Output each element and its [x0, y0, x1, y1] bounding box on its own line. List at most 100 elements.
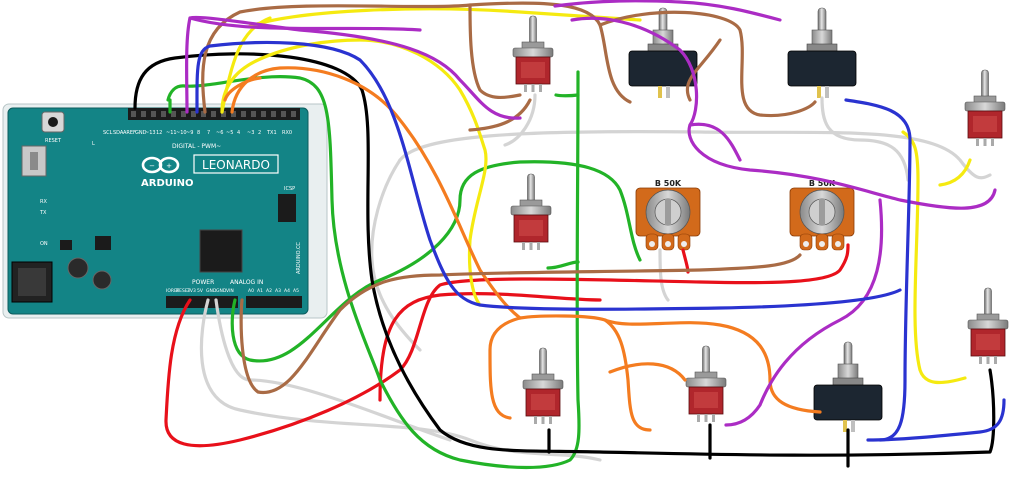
wire-white-6: [820, 96, 910, 182]
pin-label: 4: [237, 130, 240, 136]
pin-label: ~3: [247, 130, 254, 136]
pin-label: RX0: [282, 130, 292, 136]
wire-yellow-4: [901, 130, 967, 385]
pin-label: AREF: [123, 130, 136, 136]
pin-label: A3: [275, 288, 281, 294]
pin-label: A1: [257, 288, 263, 294]
wire-orange-2: [488, 316, 522, 420]
pin-label: GND: [135, 130, 147, 136]
wire-brown-4: [598, 10, 817, 118]
potentiometer-1: B 50K: [635, 179, 701, 251]
pin-label: ~9: [186, 130, 193, 136]
reset-label: RESET: [45, 138, 62, 144]
digital-label: DIGITAL - PWM~: [172, 143, 221, 150]
icsp-label: ICSP: [284, 186, 295, 192]
analog-label: ANALOG IN: [230, 279, 263, 286]
big-toggle-switch-2: [787, 7, 857, 99]
wire-white-7: [658, 248, 670, 302]
mini-toggle-switch-2: [964, 69, 1006, 147]
pin-label: 7: [207, 130, 210, 136]
wire-green-1: [166, 70, 581, 470]
board-brand: ARDUINO: [141, 178, 193, 189]
wire-purple-6: [688, 122, 742, 162]
wire-green-3: [554, 93, 580, 98]
pin-label: TX1: [266, 130, 277, 136]
wire-white-2: [214, 298, 452, 442]
wire-brown-1: [239, 253, 802, 395]
top-pin-labels: SCL SDA AREF GND ~13 12 ~11 ~10 ~9 8 7 ~…: [103, 130, 292, 136]
wires: [133, 0, 1006, 470]
pin-label: A4: [284, 288, 290, 294]
wire-blue-2: [844, 98, 912, 442]
mini-toggle-switch-4: [967, 287, 1009, 365]
components: B 50K B 50K: [510, 7, 1009, 433]
pin-label: A2: [266, 288, 272, 294]
arduino-logo: − +: [141, 156, 180, 174]
svg-text:+: +: [166, 162, 172, 170]
pin-label: ~13: [145, 130, 156, 136]
pin-label: A0: [248, 288, 254, 294]
wire-green-2: [230, 160, 642, 363]
pin-label: 2: [258, 130, 261, 136]
wire-white-4: [370, 158, 422, 352]
pin-label: SCL: [103, 130, 113, 136]
arduino-board: RESET SCL SDA AREF GND ~13 12 ~11 ~10: [2, 103, 328, 319]
wire-white-5: [503, 93, 537, 147]
power-label: POWER: [192, 279, 214, 286]
pin-label: GND: [206, 288, 217, 294]
pin-label: ~10: [176, 130, 187, 136]
wire-brown-3: [468, 3, 522, 99]
rx-label: RX: [40, 199, 47, 205]
pin-label: 8: [197, 130, 200, 136]
wire-brown-2: [201, 1, 632, 114]
wire-red-2: [378, 292, 602, 402]
wire-orange-5: [608, 362, 687, 382]
wire-orange-6: [223, 76, 262, 102]
pin-label: 5V: [197, 288, 204, 294]
power-pin-labels: IOREF RESET 3V3 5V GND GND VIN: [166, 288, 234, 294]
pin-label: A5: [293, 288, 299, 294]
pin-label: 12: [156, 130, 162, 136]
wire-yellow-1: [220, 38, 488, 307]
tx-label: TX: [39, 210, 47, 216]
potentiometer-2: B 50K: [789, 179, 855, 251]
pin-label: 3V3: [187, 288, 196, 294]
pin-label: RESET: [176, 288, 191, 294]
pin-label: ~11: [166, 130, 177, 136]
site-label: ARDUINO.CC: [296, 242, 302, 274]
wire-orange-3: [518, 314, 652, 432]
pin-label: IOREF: [166, 288, 180, 294]
pot-label: B 50K: [655, 179, 682, 188]
board-model: LEONARDO: [202, 158, 270, 172]
wire-brown-5: [468, 98, 532, 132]
wire-red-1: [164, 243, 850, 448]
mini-toggle-switch-1: [512, 15, 554, 93]
on-label: ON: [40, 241, 48, 247]
wire-blue-3: [866, 398, 1006, 442]
wire-purple-2: [188, 16, 422, 32]
pin-label: ~6: [216, 130, 223, 136]
mini-toggle-switch-5: [522, 347, 564, 425]
mini-toggle-switch-6: [685, 345, 727, 423]
pin-label: SDA: [113, 130, 124, 136]
pot-label: B 50K: [809, 179, 836, 188]
pin-label: GND: [216, 288, 227, 294]
analog-pin-labels: A0 A1 A2 A3 A4 A5: [248, 288, 299, 294]
l-label: L: [92, 141, 95, 147]
wire-orange-4: [603, 318, 822, 414]
wire-purple-4: [553, 0, 782, 22]
pin-label: VIN: [226, 288, 234, 294]
wire-blue-1: [195, 40, 902, 311]
wire-white-1: [199, 298, 602, 462]
wire-orange-1: [230, 66, 522, 320]
wire-yellow-5: [938, 158, 972, 187]
svg-text:−: −: [149, 162, 155, 170]
wire-white-3: [398, 130, 992, 180]
wire-purple-5: [724, 198, 884, 427]
big-toggle-switch-3: [813, 341, 883, 433]
wire-purple-3: [570, 16, 997, 210]
wire-green-4: [546, 260, 580, 270]
pin-label: ~5: [226, 130, 233, 136]
